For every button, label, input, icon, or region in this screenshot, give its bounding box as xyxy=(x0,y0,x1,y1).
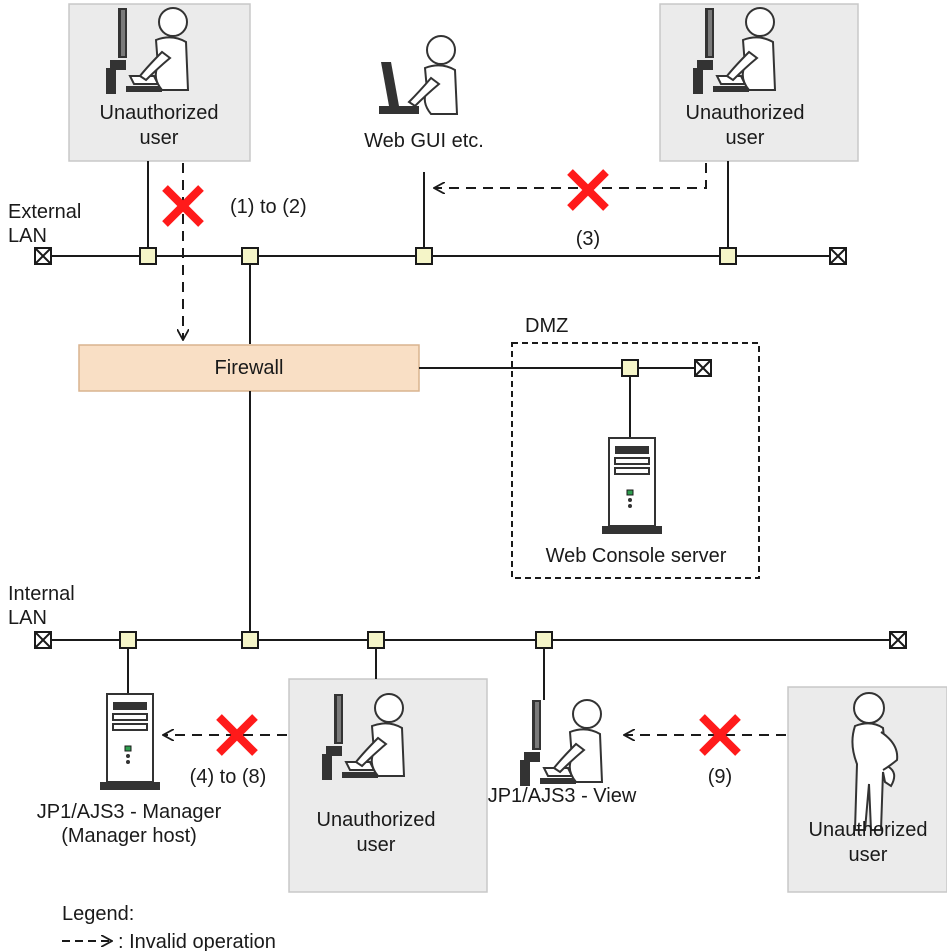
invalid-operation-arrow-3 xyxy=(434,163,707,188)
server-tower-icon xyxy=(601,437,663,535)
dmz-node xyxy=(621,359,639,377)
laptop-user-icon xyxy=(378,35,458,115)
manager-label-2: (Manager host) xyxy=(61,825,197,847)
internal-lan-label-1: Internal xyxy=(8,583,75,605)
firewall-label: Firewall xyxy=(215,357,284,379)
firewall-box xyxy=(78,344,420,392)
external-node-2 xyxy=(241,247,259,265)
internal-lan-terminator-left xyxy=(34,631,52,649)
web-console-server-label: Web Console server xyxy=(546,545,727,567)
dmz-terminator xyxy=(694,359,712,377)
unauthorized-user-label-top-right-2: user xyxy=(726,127,765,149)
external-lan-terminator-right xyxy=(829,247,847,265)
unauthorized-user-label-top-left-1: Unauthorized xyxy=(100,102,219,124)
external-lan-label-2: LAN xyxy=(8,225,47,247)
manager-label-1: JP1/AJS3 - Manager xyxy=(37,801,222,823)
unauthorized-user-label-top-right-1: Unauthorized xyxy=(686,102,805,124)
unauthorized-user-label-bottom-mid-1: Unauthorized xyxy=(317,809,436,831)
internal-node-2 xyxy=(241,631,259,649)
step-label-4-8: (4) to (8) xyxy=(190,766,267,788)
internal-node-3 xyxy=(367,631,385,649)
internal-node-1 xyxy=(119,631,137,649)
internal-node-4 xyxy=(535,631,553,649)
desktop-user-icon xyxy=(519,699,603,787)
external-node-4 xyxy=(719,247,737,265)
unauthorized-user-label-bottom-mid-2: user xyxy=(357,834,396,856)
server-tower-icon xyxy=(99,693,161,791)
internal-lan-terminator-right xyxy=(889,631,907,649)
step-label-3: (3) xyxy=(576,228,600,250)
unauthorized-user-label-top-left-2: user xyxy=(140,127,179,149)
legend-invalid-operation-label: : Invalid operation xyxy=(118,931,276,951)
x-mark-icon xyxy=(570,172,606,208)
step-label-9: (9) xyxy=(708,766,732,788)
external-lan-label-1: External xyxy=(8,201,81,223)
external-lan-terminator-left xyxy=(34,247,52,265)
unauthorized-user-label-bottom-right-2: user xyxy=(849,844,888,866)
external-node-3 xyxy=(415,247,433,265)
internal-lan-label-2: LAN xyxy=(8,607,47,629)
external-node-1 xyxy=(139,247,157,265)
legend-title: Legend: xyxy=(62,903,134,925)
step-label-1-2: (1) to (2) xyxy=(230,196,307,218)
dmz-boundary xyxy=(511,342,760,579)
view-label: JP1/AJS3 - View xyxy=(488,785,637,807)
unauthorized-user-label-bottom-right-1: Unauthorized xyxy=(809,819,928,841)
web-gui-label: Web GUI etc. xyxy=(364,130,484,152)
dmz-label: DMZ xyxy=(525,315,568,337)
